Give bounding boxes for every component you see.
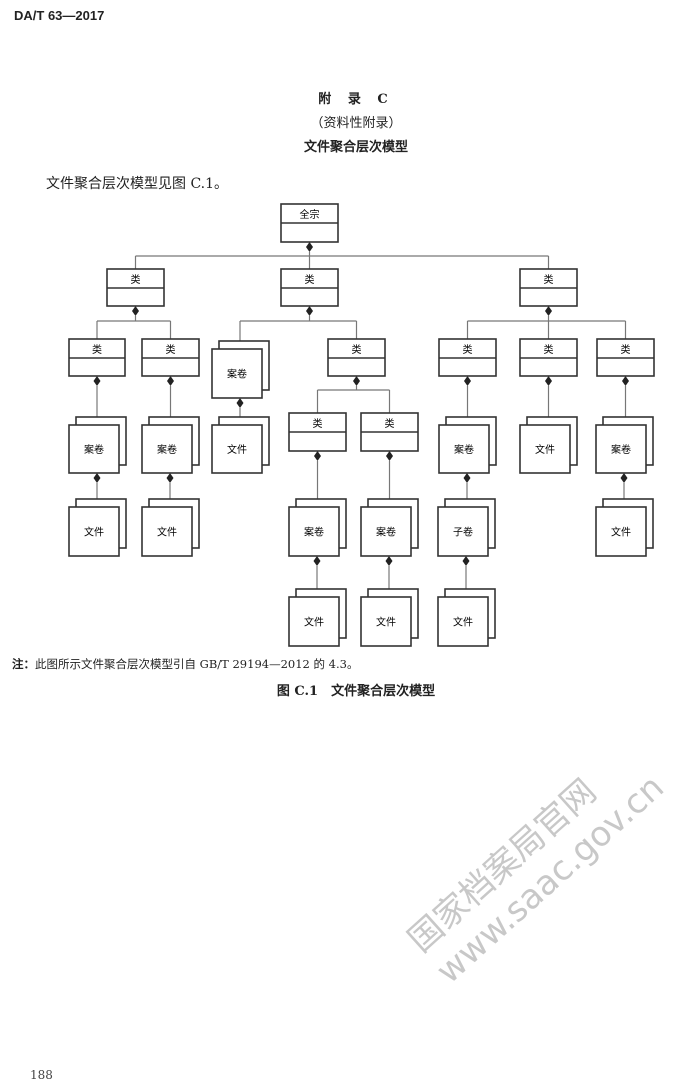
composition-diamond-icon — [166, 473, 174, 483]
class-node: 类 — [360, 412, 419, 452]
class-node: 类 — [141, 338, 200, 377]
node-label: 类 — [385, 417, 395, 430]
node-label: 案卷 — [157, 443, 177, 456]
stacked-node: 子卷 — [437, 498, 496, 557]
class-node: 类 — [106, 268, 165, 307]
class-node: 类 — [68, 338, 126, 377]
node-label: 案卷 — [227, 368, 247, 381]
stacked-node: 文件 — [211, 416, 270, 474]
appendix-title: 附 录 C — [318, 92, 394, 107]
node-label: 类 — [166, 343, 176, 356]
composition-diamond-icon — [313, 556, 321, 566]
stacked-node: 案卷 — [438, 416, 497, 474]
node-label: 文件 — [304, 616, 324, 629]
note-text: 此图所示文件聚合层次模型引自 GB/T 29194—2012 的 4.3。 — [35, 657, 359, 671]
class-node: 类 — [438, 338, 497, 377]
stacked-node: 案卷 — [211, 340, 270, 399]
node-label: 类 — [352, 343, 362, 356]
node-label: 案卷 — [454, 443, 474, 456]
node-label: 类 — [544, 343, 554, 356]
composition-diamond-icon — [93, 376, 101, 386]
composition-diamond-icon — [306, 306, 313, 316]
node-label: 文件 — [157, 526, 177, 539]
stacked-node: 案卷 — [288, 498, 347, 557]
node-label: 文件 — [611, 526, 631, 539]
node-label: 全宗 — [300, 208, 320, 221]
class-node: 类 — [327, 338, 386, 377]
node-label: 类 — [305, 273, 315, 286]
node-label: 文件 — [227, 443, 247, 456]
node-label: 案卷 — [376, 526, 396, 539]
node-label: 类 — [131, 273, 141, 286]
stacked-node: 案卷 — [360, 498, 419, 557]
class-node: 类 — [596, 338, 655, 377]
stacked-node: 文件 — [68, 498, 127, 557]
stacked-node: 案卷 — [68, 416, 127, 474]
node-label: 案卷 — [84, 443, 104, 456]
node-label: 类 — [463, 343, 473, 356]
composition-diamond-icon — [545, 306, 552, 316]
composition-diamond-icon — [306, 242, 313, 252]
node-label: 类 — [544, 273, 554, 286]
node-label: 文件 — [453, 616, 473, 629]
stacked-node: 案卷 — [595, 416, 654, 474]
composition-diamond-icon — [462, 556, 470, 566]
composition-diamond-icon — [463, 473, 471, 483]
node-label: 文件 — [535, 443, 555, 456]
stacked-node: 文件 — [437, 588, 496, 647]
composition-diamond-icon — [314, 451, 321, 461]
composition-diamond-icon — [622, 376, 629, 386]
standard-number: DA/T 63—2017 — [14, 8, 105, 23]
stacked-node: 案卷 — [141, 416, 200, 474]
composition-diamond-icon — [132, 306, 139, 316]
aggregation-hierarchy-diagram: 全宗类类类类类案卷类类类类案卷案卷文件类类案卷文件案卷文件文件案卷案卷子卷文件文… — [68, 203, 655, 647]
class-node: 类 — [288, 412, 347, 452]
node-label: 类 — [621, 343, 631, 356]
node-label: 类 — [92, 343, 102, 356]
composition-diamond-icon — [545, 376, 552, 386]
stacked-node: 文件 — [519, 416, 578, 474]
figure-note: 注：此图所示文件聚合层次模型引自 GB/T 29194—2012 的 4.3。 — [12, 656, 358, 672]
node-label: 类 — [313, 417, 323, 430]
composition-diamond-icon — [167, 376, 174, 386]
intro-paragraph: 文件聚合层次模型见图 C.1。 — [46, 176, 229, 192]
composition-diamond-icon — [236, 398, 244, 408]
class-node: 全宗 — [280, 203, 339, 243]
stacked-node: 文件 — [595, 498, 654, 557]
composition-diamond-icon — [385, 556, 393, 566]
composition-diamond-icon — [620, 473, 628, 483]
node-label: 案卷 — [304, 526, 324, 539]
composition-diamond-icon — [93, 473, 101, 483]
appendix-name: 文件聚合层次模型 — [303, 140, 408, 155]
node-label: 子卷 — [453, 526, 473, 539]
stacked-node: 文件 — [360, 588, 419, 647]
figure-caption: 图 C.1 文件聚合层次模型 — [276, 684, 436, 699]
stacked-node: 文件 — [288, 588, 347, 647]
note-prefix: 注： — [12, 657, 35, 671]
composition-diamond-icon — [386, 451, 393, 461]
node-label: 案卷 — [611, 443, 631, 456]
node-label: 文件 — [84, 526, 104, 539]
node-label: 文件 — [376, 616, 396, 629]
class-node: 类 — [519, 268, 578, 307]
composition-diamond-icon — [464, 376, 471, 386]
appendix-subtitle: （资料性附录） — [310, 116, 402, 131]
stacked-node: 文件 — [141, 498, 200, 557]
composition-diamond-icon — [353, 376, 360, 386]
page-number: 188 — [30, 1068, 53, 1082]
class-node: 类 — [280, 268, 339, 307]
class-node: 类 — [519, 338, 578, 377]
